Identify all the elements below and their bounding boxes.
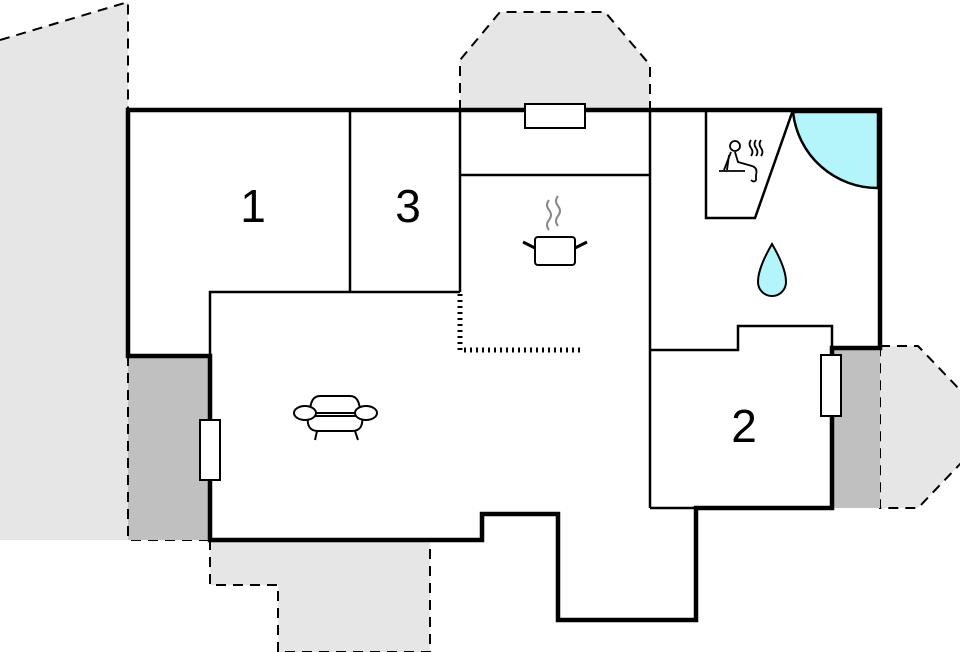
shower-icon (791, 110, 880, 190)
house-floor (128, 110, 880, 620)
window-right (820, 354, 842, 417)
cooking-pot-icon (522, 195, 588, 266)
outer-walls (125, 107, 883, 623)
sofa-icon (293, 395, 378, 441)
window-top (524, 103, 586, 129)
room-2-label: 2 (731, 400, 757, 452)
interior-walls (208, 108, 834, 510)
sauna-icon (719, 139, 764, 183)
room-3-label: 3 (395, 180, 421, 232)
terrace-right (879, 345, 960, 509)
covered-terrace-left (128, 356, 210, 540)
window-left (199, 419, 221, 481)
terrace-bottom (209, 539, 431, 652)
kitchen-counter-line (457, 294, 582, 353)
room-1-label: 1 (240, 180, 266, 232)
terrace-left (0, 2, 128, 540)
terrace-top (459, 11, 651, 111)
water-drop-icon (756, 242, 788, 297)
